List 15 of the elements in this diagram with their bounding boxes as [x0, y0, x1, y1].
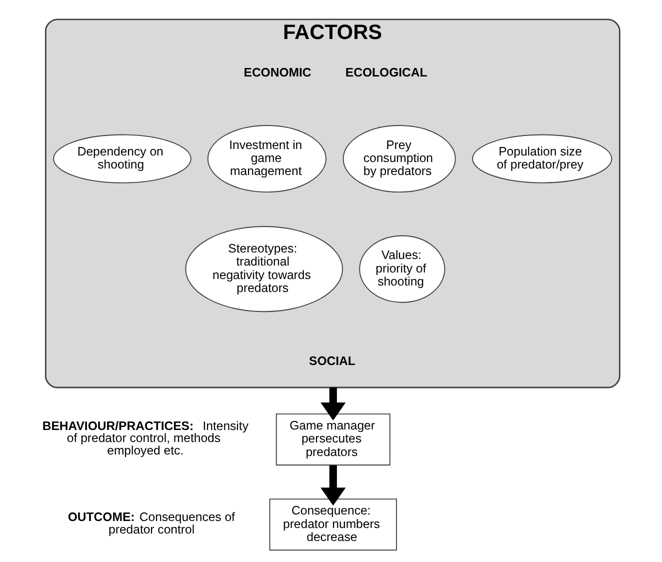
node-ellipse: Values: priority of shooting [359, 235, 446, 303]
label: SOCIAL [309, 354, 356, 368]
node-box: Game manager persecutes predators [276, 414, 390, 466]
arrow [320, 387, 346, 420]
label: ECONOMIC [244, 66, 312, 80]
arrow [320, 465, 346, 506]
label: ECOLOGICAL [345, 66, 428, 80]
node-ellipse: Dependency on shooting [53, 134, 192, 184]
node-ellipse: Population size of predator/prey [472, 134, 612, 184]
label: OUTCOME: Consequences of predator control [68, 510, 235, 536]
label: BEHAVIOUR/PRACTICES: Intensity of predator control, methods employed etc. [42, 418, 248, 458]
node-ellipse: Stereotypes: traditional negativity towards predators [185, 226, 344, 312]
node-box: Consequence: predator numbers decrease [269, 498, 397, 551]
node-ellipse: Prey consumption by predators [342, 125, 456, 193]
node-ellipse: Investment in game management [207, 125, 326, 193]
